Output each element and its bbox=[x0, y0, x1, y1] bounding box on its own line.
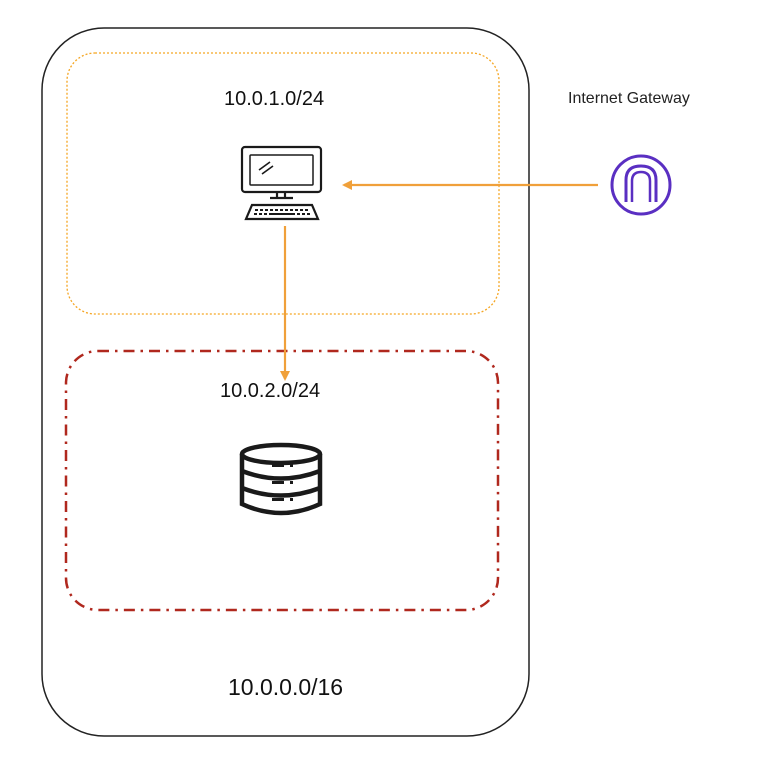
internet-gateway-icon bbox=[610, 154, 672, 216]
private-subnet-box bbox=[64, 349, 500, 612]
private-subnet-label: 10.0.2.0/24 bbox=[220, 380, 321, 402]
vpc-box bbox=[41, 27, 530, 737]
vpc-label: 10.0.0.0/16 bbox=[228, 674, 344, 700]
public-subnet-box bbox=[66, 52, 500, 315]
internet-gateway-label: Internet Gateway bbox=[568, 90, 690, 107]
desktop-computer-icon bbox=[240, 145, 323, 221]
database-icon bbox=[239, 442, 323, 516]
public-subnet-label: 10.0.1.0/24 bbox=[224, 88, 325, 110]
